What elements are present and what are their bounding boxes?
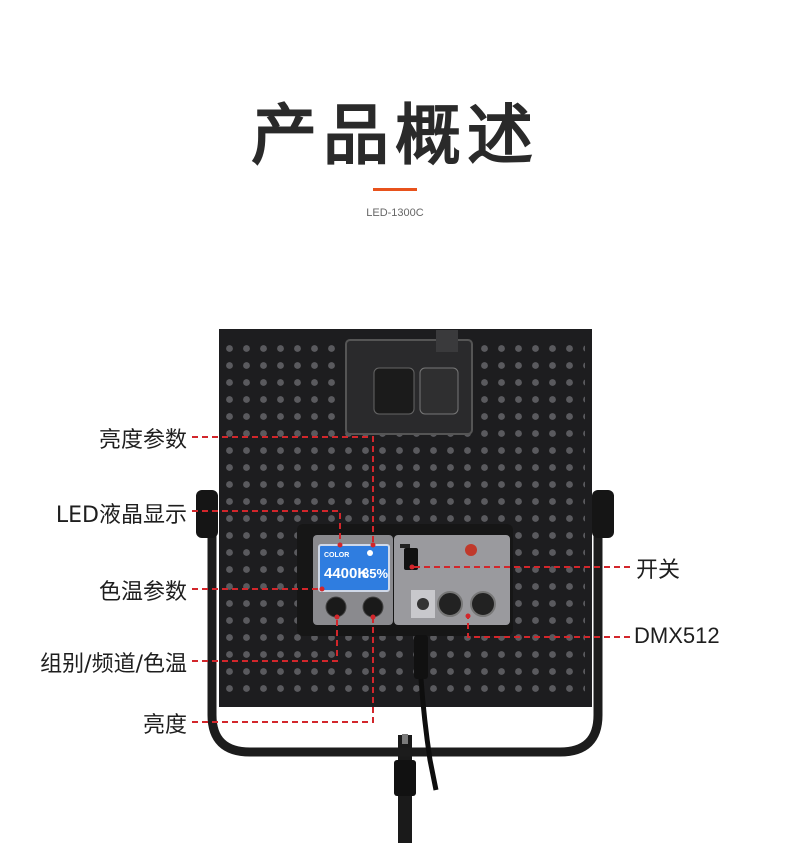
callout-color-temp-params: 色温参数 bbox=[98, 580, 187, 605]
lcd-temperature: 4400K bbox=[324, 565, 368, 582]
callout-brightness-params: 亮度参数 bbox=[98, 428, 187, 453]
dmx-in-port bbox=[437, 591, 463, 617]
page-title: 产品概述 bbox=[251, 97, 539, 174]
leader-lines bbox=[192, 436, 630, 723]
dmx-out-port bbox=[470, 591, 496, 617]
stand-clamp bbox=[394, 760, 416, 796]
lcd-brightness: 85% bbox=[362, 566, 388, 581]
group-channel-knob bbox=[325, 596, 347, 618]
lcd-mode-label: COLOR bbox=[324, 552, 349, 559]
callout-led-lcd: LED液晶显示 bbox=[55, 503, 187, 528]
callout-group-channel: 组别/频道/色温 bbox=[40, 652, 187, 677]
brand-logo-icon bbox=[465, 544, 477, 556]
brightness-knob bbox=[362, 596, 384, 618]
title-accent-line bbox=[373, 188, 417, 191]
left-knob bbox=[196, 490, 218, 538]
power-cable-plug bbox=[414, 635, 428, 679]
right-knob bbox=[592, 490, 614, 538]
callout-switch: 开关 bbox=[636, 558, 681, 583]
model-subtitle: LED-1300C bbox=[366, 207, 424, 219]
lcd-screen bbox=[318, 544, 390, 592]
callout-brightness: 亮度 bbox=[142, 713, 187, 738]
yoke-bracket bbox=[207, 510, 603, 757]
callout-dmx: DMX512 bbox=[634, 623, 720, 648]
power-switch bbox=[404, 548, 418, 570]
